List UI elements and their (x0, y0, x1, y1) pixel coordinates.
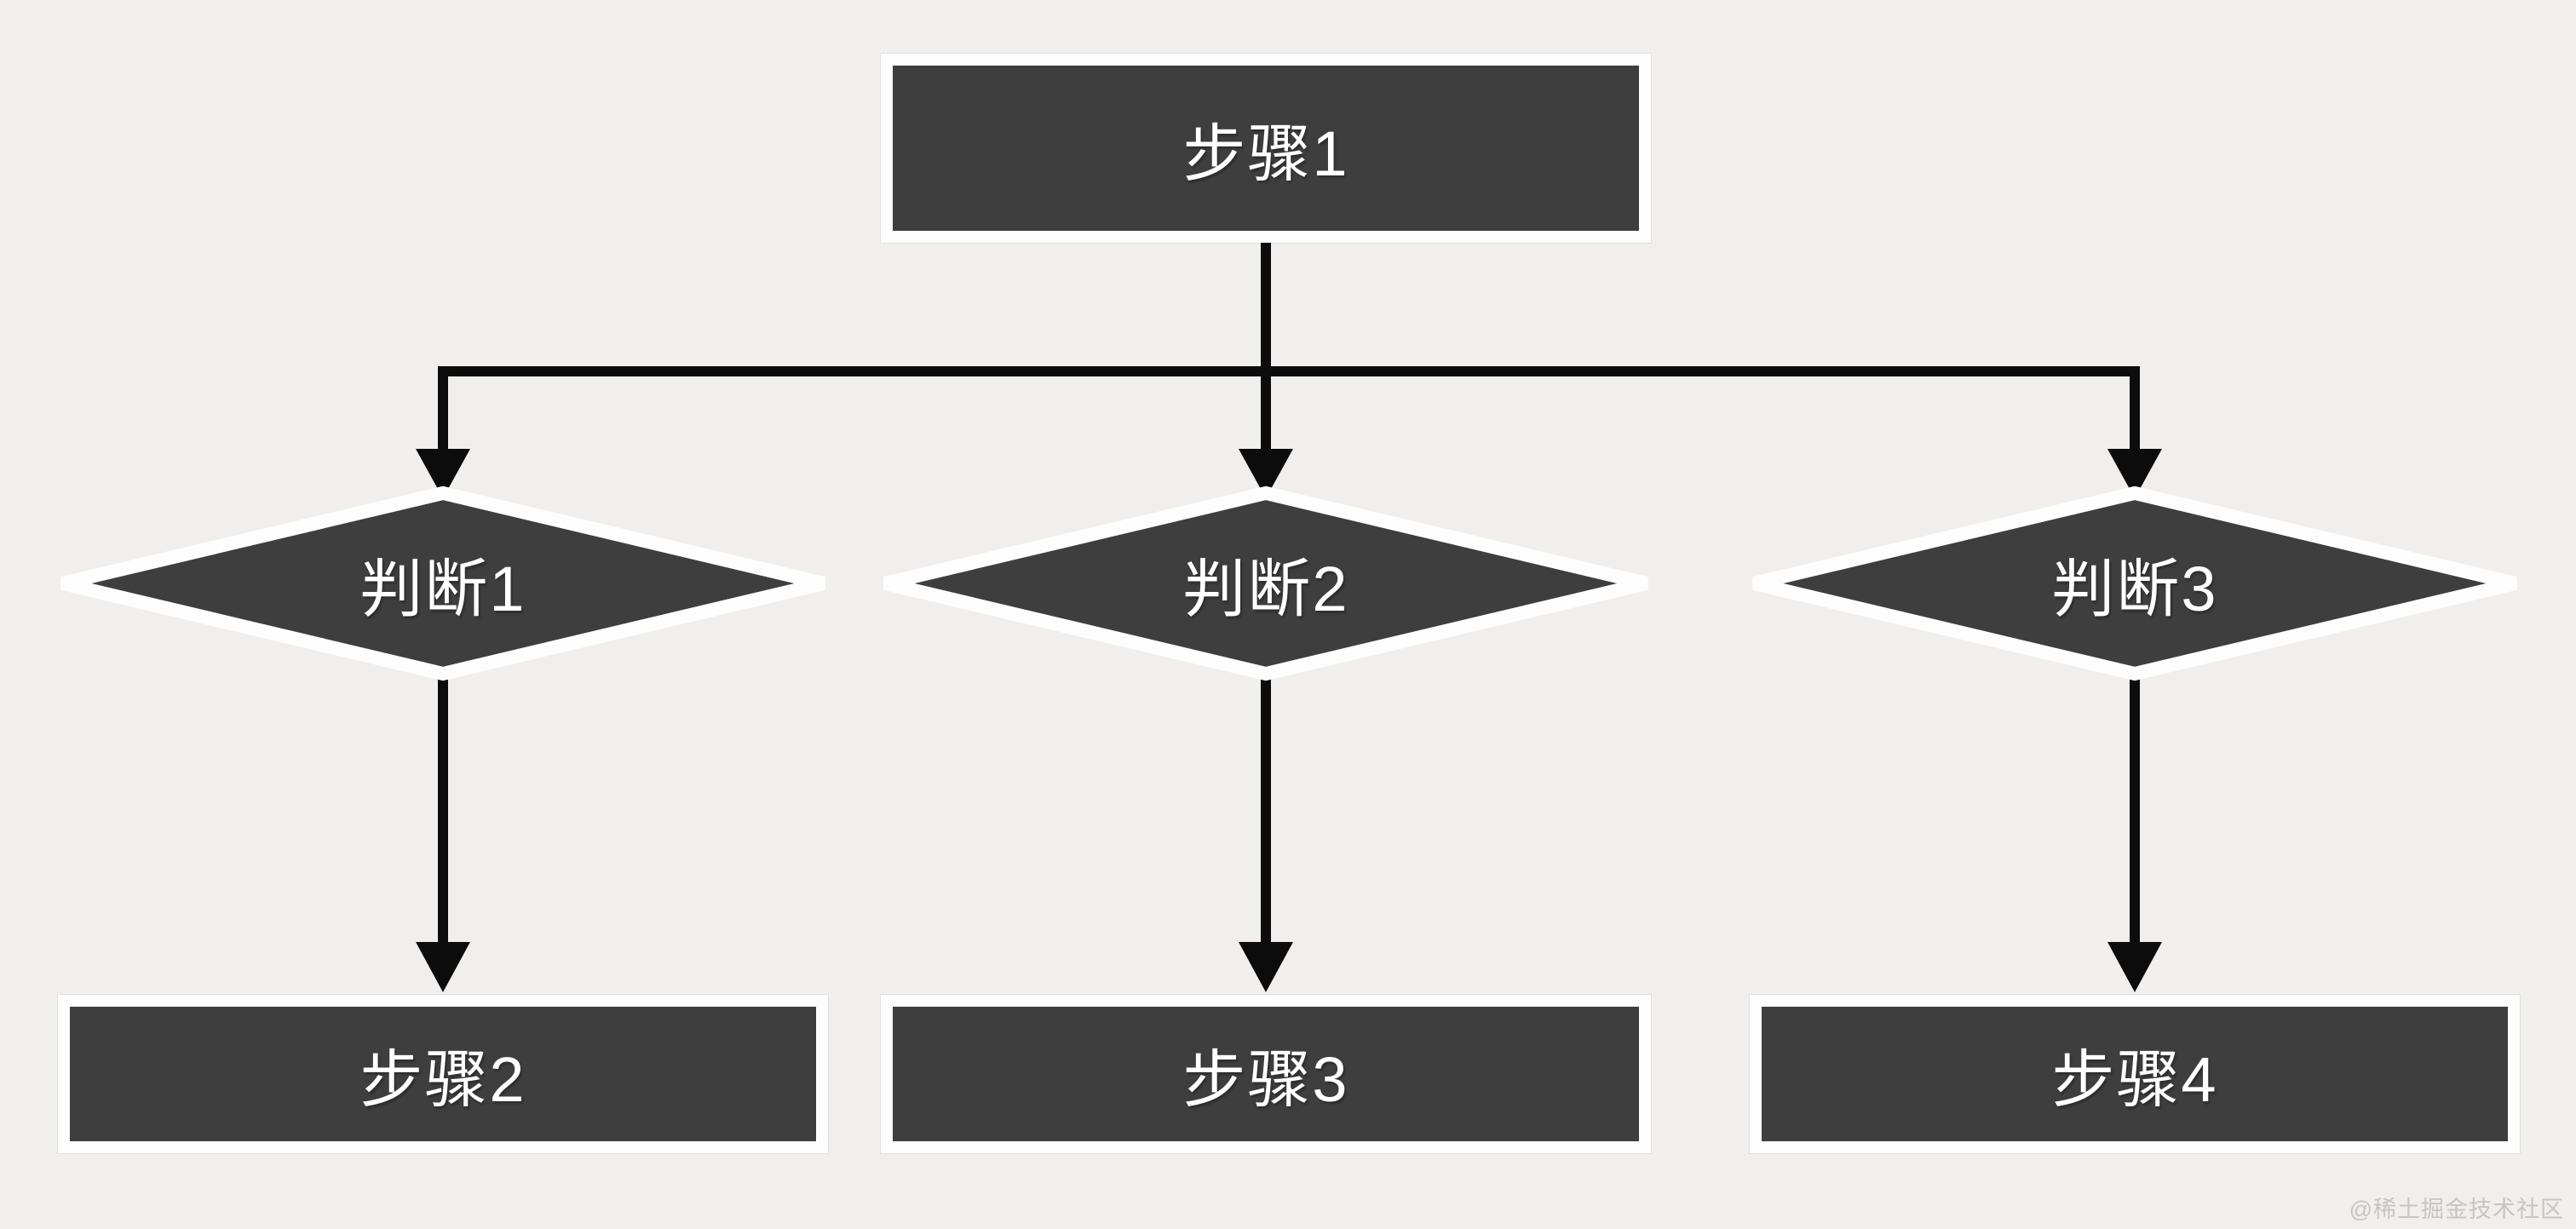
node-decision2: 判断2 (885, 492, 1647, 675)
node-decision3: 判断3 (1754, 492, 2516, 675)
node-decision1-label: 判断1 (359, 553, 526, 624)
node-decision2-shape (883, 485, 1648, 681)
arrowhead-icon (2107, 942, 2162, 992)
node-step1: 步骤1 (881, 54, 1651, 243)
node-step1-label: 步骤1 (1182, 118, 1349, 189)
node-decision3-label: 判断3 (2051, 553, 2218, 624)
node-step2-label: 步骤2 (359, 1043, 526, 1115)
node-decision1-shape (60, 485, 825, 681)
watermark-text: @稀土掘金技术社区 (2349, 1197, 2564, 1222)
arrowhead-icon (1239, 449, 1293, 498)
arrowhead-icon (2107, 449, 2162, 498)
arrowhead-icon (1239, 942, 1293, 992)
node-step4-label: 步骤4 (2051, 1043, 2218, 1115)
arrowhead-icon (416, 449, 470, 498)
node-decision3-shape (1752, 485, 2517, 681)
node-step2: 步骤2 (58, 995, 828, 1153)
node-step3-label: 步骤3 (1182, 1043, 1349, 1115)
node-step4: 步骤4 (1750, 995, 2520, 1153)
node-step3: 步骤3 (881, 995, 1651, 1153)
node-decision2-label: 判断2 (1182, 553, 1349, 624)
arrowhead-icon (416, 942, 470, 992)
node-decision1: 判断1 (62, 492, 824, 675)
